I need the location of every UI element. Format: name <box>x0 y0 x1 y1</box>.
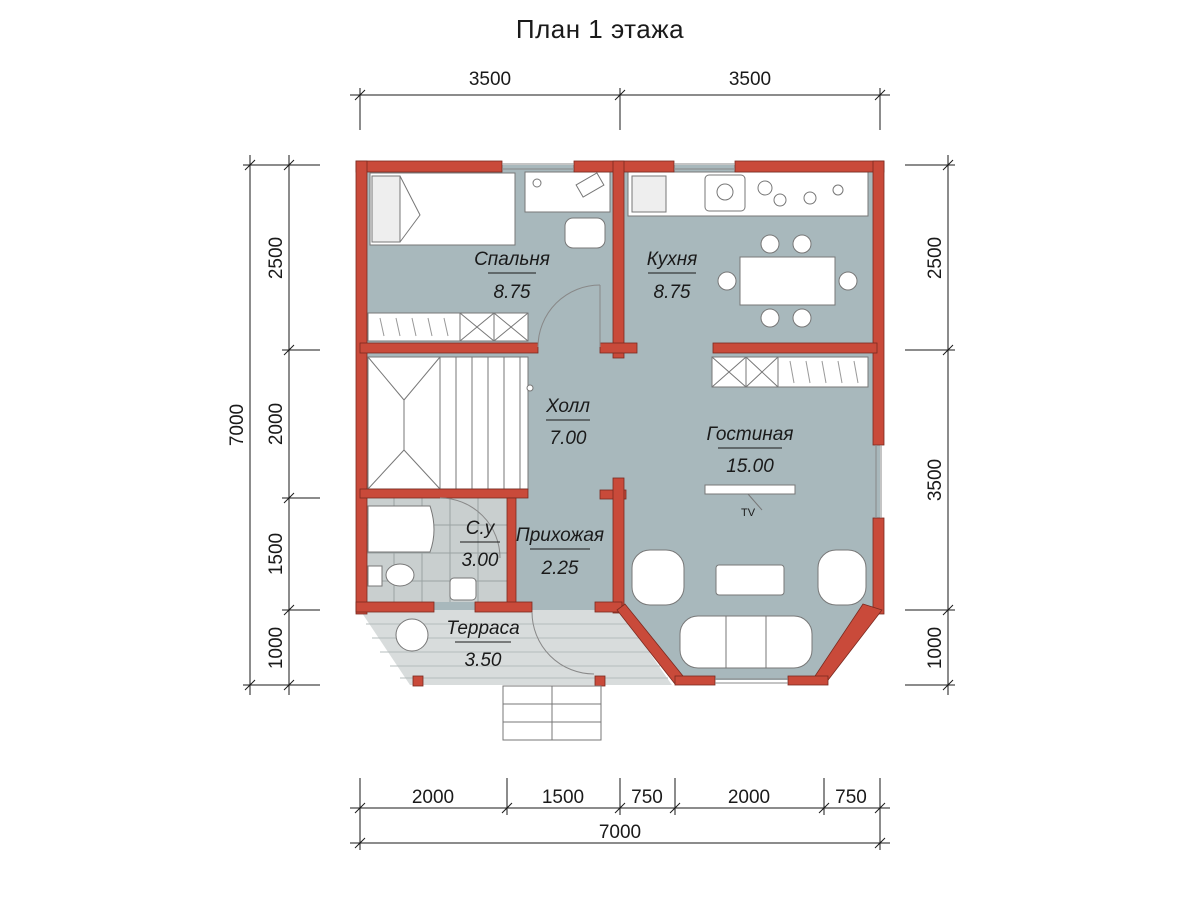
armchair-right <box>817 549 867 606</box>
openings <box>439 163 882 684</box>
dining-table <box>739 256 836 306</box>
room-name-entry: Прихожая <box>516 525 604 546</box>
dim-top-1: 3500 <box>469 69 511 90</box>
dimension-lines <box>243 88 955 850</box>
terrace-chair <box>395 618 429 652</box>
plan-title: План 1 этажа <box>515 14 685 44</box>
dim-left-3: 1500 <box>266 533 287 575</box>
room-area-bedroom: 8.75 <box>494 282 531 303</box>
bedroom-door-swing <box>537 284 601 348</box>
room-labels: Спальня 8.75 Кухня 8.75 Холл 7.00 Гостин… <box>446 249 793 671</box>
dim-left-2: 2000 <box>266 403 287 445</box>
bathroom-door-swing <box>439 497 501 559</box>
room-name-bathroom: С.у <box>466 518 496 539</box>
dim-left-1: 2500 <box>266 237 287 279</box>
dim-bottom-5: 750 <box>835 787 867 808</box>
shower-cabin <box>367 505 435 553</box>
dim-top-2: 3500 <box>729 69 771 90</box>
porch-steps <box>502 685 602 741</box>
washbasin <box>449 577 477 601</box>
living-furniture <box>631 356 869 669</box>
room-name-living: Гостиная <box>707 424 794 445</box>
room-area-living: 15.00 <box>726 456 774 477</box>
dim-right-2: 3500 <box>925 459 946 501</box>
dim-bottom-3: 750 <box>631 787 663 808</box>
entry-door-swing <box>531 611 595 675</box>
room-area-bathroom: 3.00 <box>462 550 499 571</box>
room-name-terrace: Терраса <box>446 618 519 639</box>
bedroom-furniture <box>367 171 611 342</box>
walls <box>355 160 885 687</box>
bathroom-fixtures <box>367 505 477 652</box>
toilet <box>385 563 415 587</box>
room-name-bedroom: Спальня <box>474 249 550 270</box>
dimension-texts: 3500 3500 2000 1500 750 2000 750 7000 70… <box>227 69 946 843</box>
kitchen-furniture <box>627 171 869 328</box>
dim-bottom-4: 2000 <box>728 787 770 808</box>
dim-bottom-total: 7000 <box>599 822 641 843</box>
room-name-hall: Холл <box>545 396 590 417</box>
desk-chair <box>564 217 606 249</box>
room-area-kitchen: 8.75 <box>654 282 691 303</box>
dim-right-1: 2500 <box>925 237 946 279</box>
sofa <box>679 615 813 669</box>
tv-label: TV <box>741 507 756 519</box>
staircase <box>367 356 534 490</box>
room-area-terrace: 3.50 <box>465 650 502 671</box>
bedroom-wardrobe <box>367 312 529 342</box>
coffee-table <box>715 564 785 596</box>
room-name-kitchen: Кухня <box>647 249 698 270</box>
dim-right-3: 1000 <box>925 627 946 669</box>
room-area-hall: 7.00 <box>550 428 587 449</box>
room-area-entry: 2.25 <box>541 558 579 579</box>
tv-stand <box>704 484 796 495</box>
dim-left-outer: 7000 <box>227 404 248 446</box>
dim-left-4: 1000 <box>266 627 287 669</box>
kitchen-counter <box>627 171 869 217</box>
dim-bottom-1: 2000 <box>412 787 454 808</box>
dim-bottom-2: 1500 <box>542 787 584 808</box>
armchair-left <box>631 549 685 606</box>
